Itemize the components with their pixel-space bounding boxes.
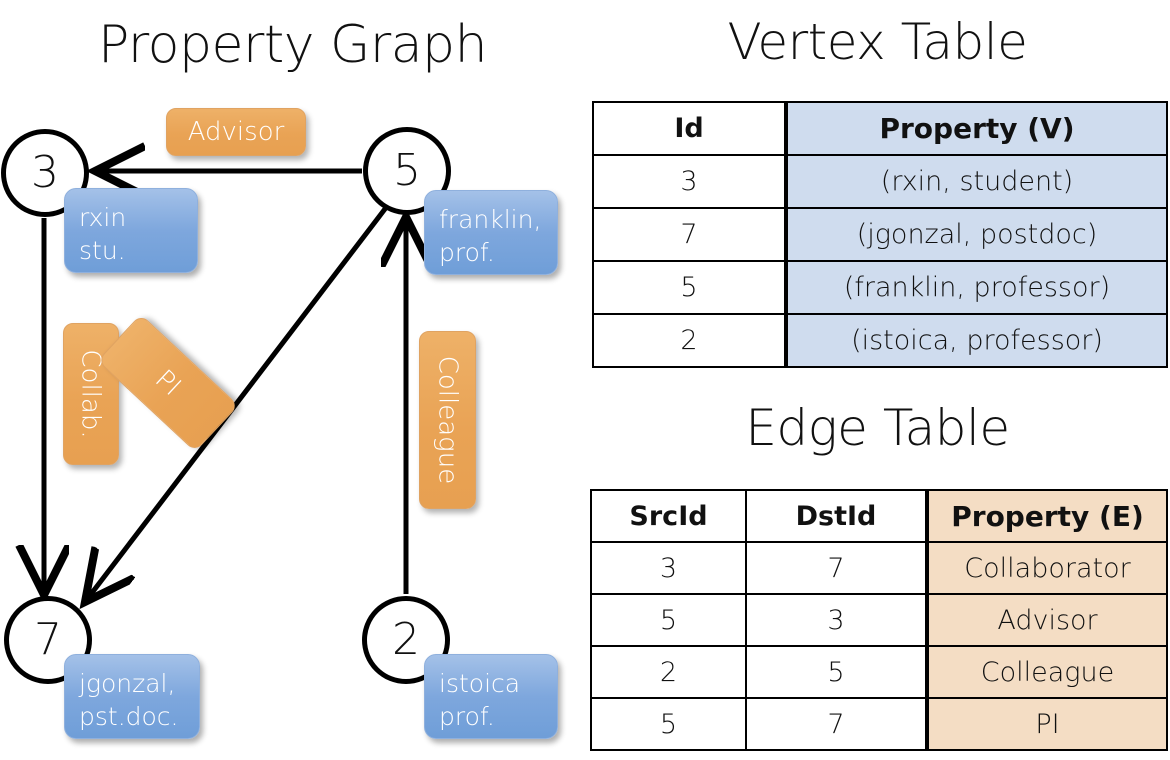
graph-edges-layer [0,0,585,760]
table-row[interactable]: 7 (jgonzal, postdoc) [592,207,1168,262]
edge-cell-property: Colleague [925,645,1168,699]
vertex-cell-id: 7 [592,207,787,262]
vertex-cell-property: (istoica, professor) [784,313,1168,368]
page-title-edge-table: Edge Table [745,399,1010,457]
vertex-table-header-property: Property (V) [784,101,1168,156]
table-row[interactable]: 5 7 PI [590,697,1168,751]
edge-label-advisor-text: Advisor [187,117,285,147]
node-property-box-7-line2: pst.doc. [79,702,179,731]
edge-cell-srcid: 5 [590,593,747,647]
edge-table: SrcId DstId Property (E) 3 7 Collaborato… [590,489,1168,751]
node-property-box-3: rxin stu. [64,188,198,273]
vertex-table-header-id: Id [592,101,787,156]
vertex-cell-property: (franklin, professor) [784,260,1168,315]
edge-cell-property: PI [925,697,1168,751]
edge-cell-property: Advisor [925,593,1168,647]
edge-table-header-dstid: DstId [745,489,928,543]
edge-label-colleague: Colleague [419,331,476,509]
graph-node-7-label: 7 [34,614,62,665]
vertex-table: Id Property (V) 3 (rxin, student) 7 (jgo… [592,101,1168,368]
edge-table-header-row: SrcId DstId Property (E) [590,489,1168,543]
graph-node-2-label: 2 [392,614,420,665]
table-row[interactable]: 5 (franklin, professor) [592,260,1168,315]
graph-node-2[interactable]: 2 [362,596,450,684]
table-row[interactable]: 2 5 Colleague [590,645,1168,699]
table-row[interactable]: 2 (istoica, professor) [592,313,1168,368]
edge-cell-dstid: 3 [745,593,928,647]
node-property-box-5-line1: franklin, [439,205,542,234]
node-property-box-3-line1: rxin [79,203,127,232]
node-property-box-3-line2: stu. [79,236,126,265]
graph-node-3[interactable]: 3 [1,129,89,217]
edge-5-to-7 [88,203,390,598]
node-property-box-2: istoica prof. [424,654,558,739]
page-title-vertex-table: Vertex Table [727,13,1028,71]
node-property-box-5: franklin, prof. [424,190,558,275]
edge-cell-dstid: 5 [745,645,928,699]
edge-table-header-property: Property (E) [925,489,1168,543]
vertex-cell-id: 2 [592,313,787,368]
edge-label-colleague-text: Colleague [432,355,463,485]
node-property-box-2-line2: prof. [439,702,495,731]
graph-node-3-label: 3 [31,147,59,198]
table-row[interactable]: 3 (rxin, student) [592,154,1168,209]
edge-cell-srcid: 5 [590,697,747,751]
vertex-cell-id: 3 [592,154,787,209]
edge-cell-srcid: 3 [590,541,747,595]
node-property-box-2-line1: istoica [439,669,521,698]
edge-table-header-srcid: SrcId [590,489,747,543]
node-property-box-7-line1: jgonzal, [79,669,176,698]
table-row[interactable]: 5 3 Advisor [590,593,1168,647]
page-title-property-graph: Property Graph [97,15,488,75]
edge-cell-dstid: 7 [745,697,928,751]
node-property-box-5-line2: prof. [439,238,495,267]
vertex-table-header-row: Id Property (V) [592,101,1168,156]
edge-cell-property: Collaborator [925,541,1168,595]
node-property-box-7: jgonzal, pst.doc. [64,654,200,739]
graph-node-5-label: 5 [393,145,421,196]
property-graph-panel: Property Graph Advisor Collab. PI Collea… [0,0,585,760]
vertex-cell-id: 5 [592,260,787,315]
vertex-cell-property: (rxin, student) [784,154,1168,209]
edge-cell-srcid: 2 [590,645,747,699]
vertex-cell-property: (jgonzal, postdoc) [784,207,1168,262]
table-row[interactable]: 3 7 Collaborator [590,541,1168,595]
edge-label-pi-text: PI [149,364,187,402]
edge-label-advisor: Advisor [166,108,306,156]
edge-cell-dstid: 7 [745,541,928,595]
